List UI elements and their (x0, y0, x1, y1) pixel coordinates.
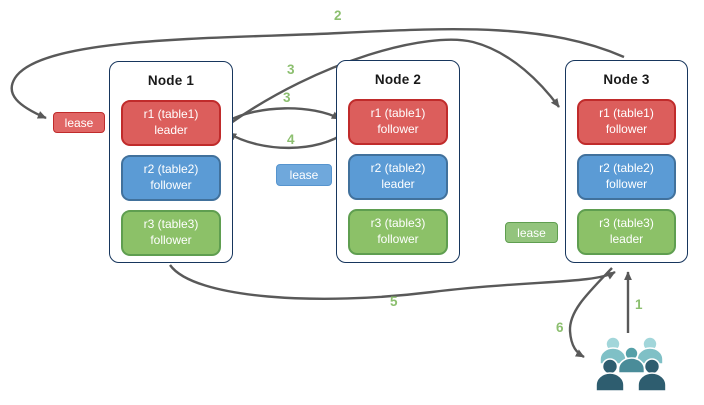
replica-name: r1 (table1) (370, 106, 426, 121)
arrow-step-3-replicate-to-node3 (227, 38, 560, 126)
replica-role: follower (150, 178, 192, 192)
step-label-6: 6 (556, 320, 564, 335)
node-1: Node 1 r1 (table1) leader r2 (table2) fo… (109, 61, 233, 263)
replica-name: r3 (table3) (599, 216, 654, 231)
lease-tag-red: lease (53, 112, 105, 133)
node-1-replica-r2: r2 (table2) follower (121, 155, 221, 201)
replica-name: r2 (table2) (370, 161, 426, 176)
replica-role: follower (377, 122, 419, 136)
replica-role: leader (609, 232, 644, 246)
step-label-2: 2 (334, 8, 342, 23)
node-1-replica-r3: r3 (table3) follower (121, 210, 221, 256)
replica-role: follower (605, 122, 648, 136)
replica-name: r3 (table3) (143, 217, 199, 232)
replica-role: leader (381, 177, 415, 191)
step-label-4: 4 (287, 132, 295, 147)
arrow-step-2-lease-transfer (10, 28, 625, 120)
replica-name: r1 (table1) (143, 107, 199, 122)
node-1-replica-r1: r1 (table1) leader (121, 100, 221, 146)
replica-name: r3 (table3) (370, 216, 426, 231)
node-2-replica-r2: r2 (table2) leader (348, 154, 448, 200)
arrow-step-4-ack-to-node1 (227, 131, 347, 150)
node-2-replica-r3: r3 (table3) follower (348, 209, 448, 255)
replica-role: follower (605, 177, 648, 191)
replica-role: follower (150, 233, 192, 247)
replica-name: r2 (table2) (143, 162, 199, 177)
step-label-5: 5 (390, 294, 398, 309)
node-2-title: Node 2 (374, 72, 422, 87)
users-group-icon (595, 336, 667, 392)
node-3-replica-r1: r1 (table1) follower (577, 99, 676, 145)
replica-role: follower (377, 232, 419, 246)
replica-role: leader (154, 123, 188, 137)
node-2-replica-r1: r1 (table1) follower (348, 99, 448, 145)
arrow-step-6-response (568, 267, 613, 359)
arrow-step-3-replicate-to-node2 (227, 107, 341, 123)
node-3-replica-r3: r3 (table3) leader (577, 209, 676, 255)
node-3: Node 3 r1 (table1) follower r2 (table2) … (565, 60, 688, 263)
replica-name: r1 (table1) (599, 106, 654, 121)
step-label-3b: 3 (287, 62, 295, 77)
step-label-1: 1 (635, 297, 643, 312)
lease-tag-green: lease (505, 222, 558, 243)
node-3-title: Node 3 (603, 72, 650, 87)
node-3-replica-r2: r2 (table2) follower (577, 154, 676, 200)
lease-tag-blue: lease (276, 164, 332, 186)
arrow-step-5-to-node3 (169, 264, 616, 300)
node-1-title: Node 1 (147, 73, 195, 88)
step-label-3a: 3 (283, 90, 291, 105)
node-2: Node 2 r1 (table1) follower r2 (table2) … (336, 60, 460, 263)
replica-name: r2 (table2) (599, 161, 654, 176)
